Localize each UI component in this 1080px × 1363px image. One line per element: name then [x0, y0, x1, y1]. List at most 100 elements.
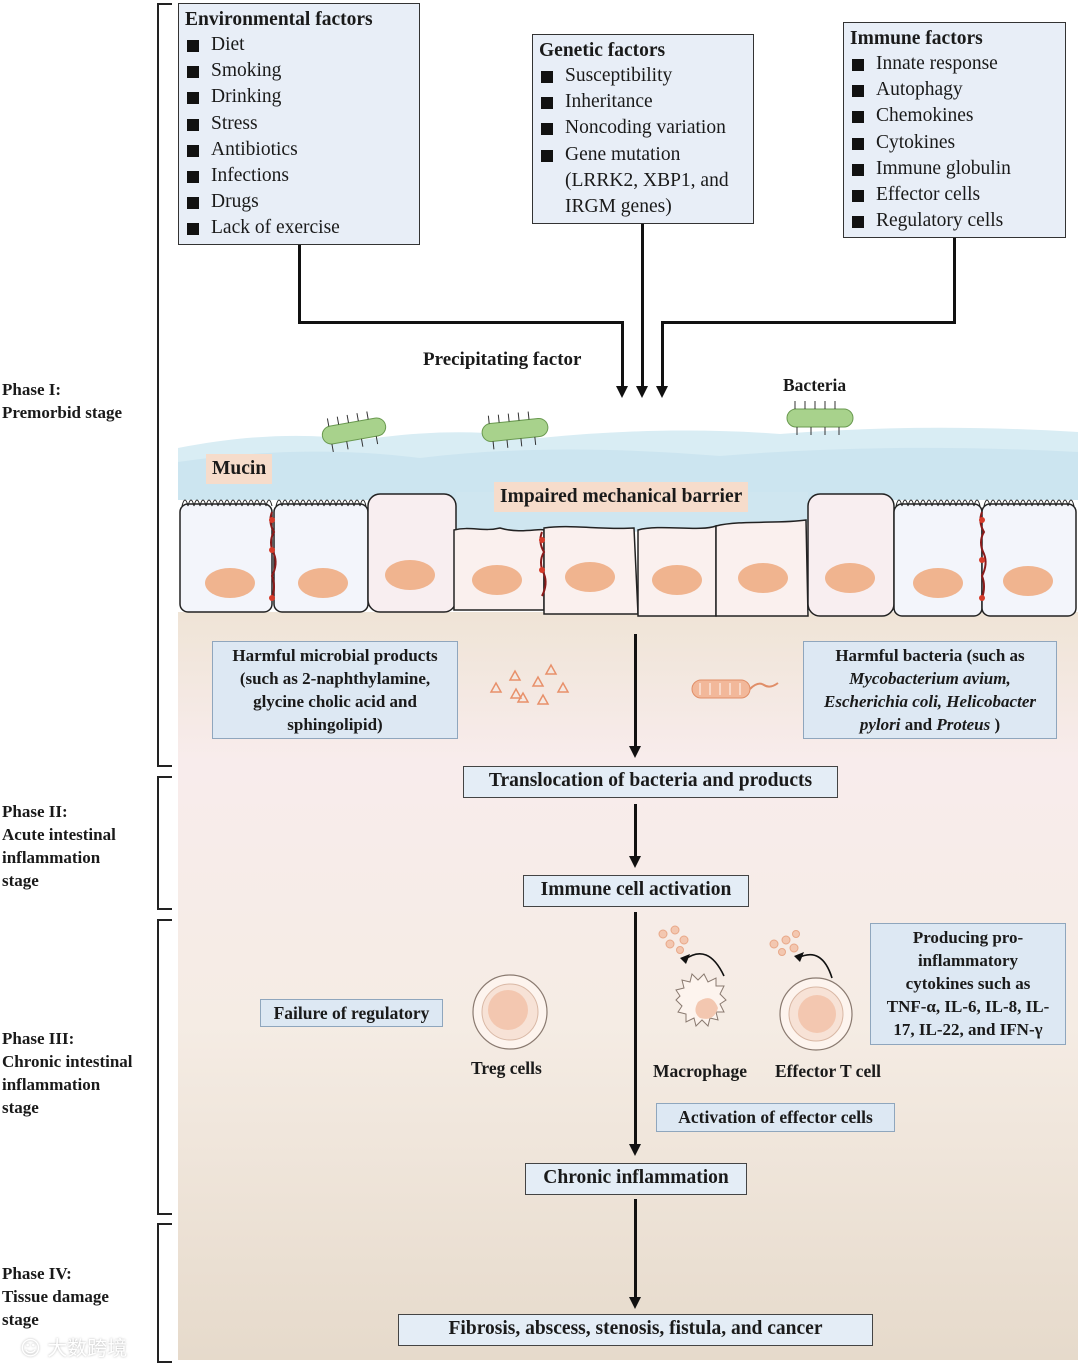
epithelial-cell: [367, 493, 457, 613]
immune-activation-step: Immune cell activation: [523, 875, 749, 907]
list-item: Drugs: [185, 189, 413, 215]
watermark: ☺ 大数跨境: [20, 1332, 127, 1361]
environmental-list: Diet Smoking Drinking Stress Antibiotics…: [185, 32, 413, 242]
phase1-name: Premorbid stage: [2, 403, 123, 422]
phase4-title: Phase IV:: [2, 1264, 72, 1283]
nucleus: [913, 568, 963, 598]
flow-arrow-4: [634, 1199, 637, 1297]
env-arrow-icon: [616, 386, 628, 398]
phase2-line3: stage: [2, 871, 39, 890]
immune-connector-horizontal: [661, 321, 956, 324]
phase2-line2: inflammation: [2, 848, 101, 867]
flow-arrowhead-4-icon: [629, 1297, 641, 1309]
list-item: Noncoding variation: [539, 115, 747, 141]
env-connector-down: [621, 321, 624, 387]
immune-title: Immune factors: [850, 28, 983, 49]
list-item: Smoking: [185, 58, 413, 84]
flow-arrow-1: [634, 634, 637, 746]
list-item: Effector cells: [850, 182, 1059, 208]
flow-arrow-3: [634, 912, 637, 1144]
list-item: Infections: [185, 163, 413, 189]
list-item: Innate response: [850, 51, 1059, 77]
phase3-title: Phase III:: [2, 1029, 75, 1048]
macrophage-label: Macrophage: [653, 1061, 747, 1081]
phase3-line3: stage: [2, 1098, 39, 1117]
list-item: Gene mutation: [539, 142, 747, 168]
list-item: Chemokines: [850, 103, 1059, 129]
activation-effector-label: Activation of effector cells: [656, 1103, 895, 1132]
harmful-bacterium-icon: [691, 679, 779, 699]
cytokines-line3: cytokines such as: [905, 974, 1031, 993]
effector-t-label: Effector T cell: [775, 1061, 881, 1081]
mutation-detail-1: (LRRK2, XBP1, and: [565, 169, 729, 191]
cytokines-line5: 17, IL-22, and IFN-γ: [893, 1020, 1043, 1039]
phase3-line2: inflammation: [2, 1075, 101, 1094]
watermark-logo-icon: ☺: [20, 1336, 48, 1360]
immune-arrow-icon: [656, 386, 668, 398]
genetic-factors-box: Genetic factors Susceptibility Inheritan…: [532, 34, 754, 224]
phase2-title: Phase II:: [2, 802, 68, 821]
bacteria-label: Bacteria: [783, 375, 847, 395]
nucleus: [565, 562, 615, 592]
nucleus: [472, 565, 522, 595]
epithelial-cell: [893, 503, 983, 617]
phase4-line2: stage: [2, 1310, 39, 1329]
harmful-products-box: Harmful microbial products (such as 2-na…: [212, 641, 458, 739]
list-item: Autophagy: [850, 77, 1059, 103]
cytokines-line4: TNF-α, IL-6, IL-8, IL-: [886, 997, 1050, 1016]
list-item: Inheritance: [539, 89, 747, 115]
harmful-bacteria-box: Harmful bacteria (such as Mycobacterium …: [803, 641, 1057, 739]
environmental-factors-box: Environmental factors Diet Smoking Drink…: [178, 3, 420, 245]
list-item: Drinking: [185, 84, 413, 110]
phase3-label: Phase III: Chronic intestinal inflammati…: [2, 1027, 133, 1119]
phase1-bracket: [157, 3, 172, 767]
phase4-line1: Tissue damage: [2, 1287, 109, 1306]
nucleus: [298, 568, 348, 598]
nucleus: [205, 568, 255, 598]
mucin-label: Mucin: [206, 454, 273, 484]
impaired-barrier-label: Impaired mechanical barrier: [494, 482, 749, 512]
nuclei: [205, 560, 1053, 598]
outcome-step: Fibrosis, abscess, stenosis, fistula, an…: [398, 1314, 873, 1346]
env-connector-horizontal: [298, 321, 624, 324]
phase2-bracket: [157, 776, 172, 910]
epithelial-cell: [981, 503, 1077, 617]
nucleus: [1003, 566, 1053, 596]
bacterium-icon: [321, 411, 387, 452]
genetic-title: Genetic factors: [539, 40, 666, 61]
epithelium-illustration: [178, 401, 1078, 617]
nucleus: [825, 563, 875, 593]
immune-list: Innate response Autophagy Chemokines Cyt…: [850, 51, 1059, 234]
list-item: Antibiotics: [185, 137, 413, 163]
genetic-list: Susceptibility Inheritance Noncoding var…: [539, 63, 747, 168]
species-pylori: pylori: [859, 715, 901, 734]
bacterium-icon: [786, 401, 854, 435]
effector-t-cell-icon: [769, 930, 853, 1051]
failure-regulatory-label: Failure of regulatory: [260, 999, 443, 1027]
immune-factors-box: Immune factors Innate response Autophagy…: [843, 22, 1066, 238]
precipitating-factor-label: Precipitating factor: [423, 349, 582, 370]
microbial-products-icon: [489, 663, 570, 705]
harmful-products-line4: sphingolipid): [287, 715, 383, 734]
species-helicobacter: Helicobacter: [946, 692, 1036, 711]
flow-arrowhead-1-icon: [629, 746, 641, 758]
cytokines-box: Producing pro- inflammatory cytokines su…: [870, 923, 1066, 1045]
treg-label: Treg cells: [471, 1058, 542, 1078]
harmful-products-line3: glycine cholic acid and: [253, 692, 417, 711]
list-item: Immune globulin: [850, 156, 1059, 182]
list-item: Stress: [185, 111, 413, 137]
phase4-label: Phase IV: Tissue damage stage: [2, 1262, 109, 1331]
nucleus: [652, 565, 702, 595]
list-item: Diet: [185, 32, 413, 58]
harmful-bacteria-line1: Harmful bacteria (such as: [835, 646, 1025, 665]
genetic-connector: [641, 224, 644, 387]
chronic-inflammation-step: Chronic inflammation: [525, 1163, 747, 1195]
flow-arrowhead-2-icon: [629, 856, 641, 868]
immune-connector-vertical: [953, 238, 956, 324]
mucus-inner-layer: [178, 447, 1078, 500]
cytokines-line2: inflammatory: [917, 951, 1019, 970]
bacteria-group: [321, 401, 854, 452]
genetic-arrow-icon: [636, 386, 648, 398]
watermark-text: 大数跨境: [47, 1336, 128, 1360]
junction-dots: [269, 517, 985, 601]
